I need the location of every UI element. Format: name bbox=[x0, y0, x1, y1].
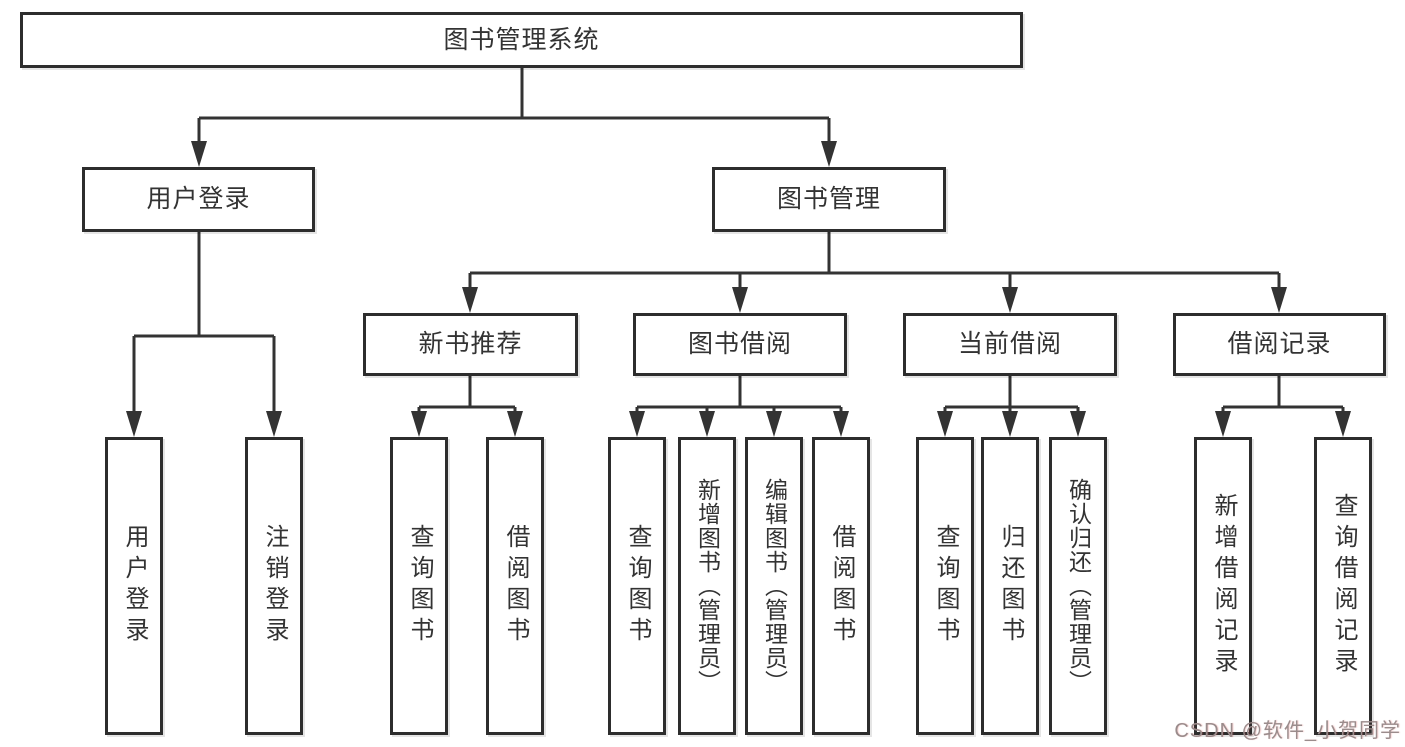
arrowhead-down-icon bbox=[126, 411, 142, 437]
arrowhead-down-icon bbox=[937, 411, 953, 437]
arrowhead-down-icon bbox=[1070, 411, 1086, 437]
node-library-management-system: 图书管理系统 bbox=[20, 12, 1023, 68]
arrowhead-down-icon bbox=[1215, 411, 1231, 437]
arrowhead-down-icon bbox=[1335, 411, 1351, 437]
arrowhead-down-icon bbox=[1002, 287, 1018, 313]
arrowhead-down-icon bbox=[507, 411, 523, 437]
arrowhead-down-icon bbox=[766, 411, 782, 437]
node-new-book-recommend: 新书推荐 bbox=[363, 313, 578, 376]
csdn-watermark: CSDN @软件_小贺同学 bbox=[1174, 720, 1401, 742]
leaf-query-borrow-record: 查询借阅记录 bbox=[1314, 437, 1372, 735]
node-current-borrowing: 当前借阅 bbox=[903, 313, 1117, 376]
node-book-borrowing: 图书借阅 bbox=[633, 313, 847, 376]
leaf-query-books-borrowing: 查询图书 bbox=[608, 437, 666, 735]
arrowhead-down-icon bbox=[191, 141, 207, 167]
arrowhead-down-icon bbox=[732, 287, 748, 313]
arrowhead-down-icon bbox=[266, 411, 282, 437]
leaf-confirm-return-admin: 确认归还（管理员） bbox=[1049, 437, 1107, 735]
leaf-logout: 注销登录 bbox=[245, 437, 303, 735]
arrowhead-down-icon bbox=[629, 411, 645, 437]
leaf-query-books-recommend: 查询图书 bbox=[390, 437, 448, 735]
leaf-edit-books-admin: 编辑图书（管理员） bbox=[745, 437, 803, 735]
arrowhead-down-icon bbox=[411, 411, 427, 437]
node-book-management: 图书管理 bbox=[712, 167, 946, 232]
leaf-borrow-books: 借阅图书 bbox=[812, 437, 870, 735]
arrowhead-down-icon bbox=[1271, 287, 1287, 313]
leaf-add-books-admin: 新增图书（管理员） bbox=[678, 437, 736, 735]
arrowhead-down-icon bbox=[462, 287, 478, 313]
node-user-login: 用户登录 bbox=[82, 167, 315, 232]
arrowhead-down-icon bbox=[821, 141, 837, 167]
arrowhead-down-icon bbox=[699, 411, 715, 437]
leaf-query-books-current: 查询图书 bbox=[916, 437, 974, 735]
arrowhead-down-icon bbox=[1002, 411, 1018, 437]
arrowhead-down-icon bbox=[833, 411, 849, 437]
leaf-return-books: 归还图书 bbox=[981, 437, 1039, 735]
leaf-add-borrow-record: 新增借阅记录 bbox=[1194, 437, 1252, 735]
node-borrowing-records: 借阅记录 bbox=[1173, 313, 1386, 376]
leaf-user-login: 用户登录 bbox=[105, 437, 163, 735]
leaf-borrow-books-recommend: 借阅图书 bbox=[486, 437, 544, 735]
